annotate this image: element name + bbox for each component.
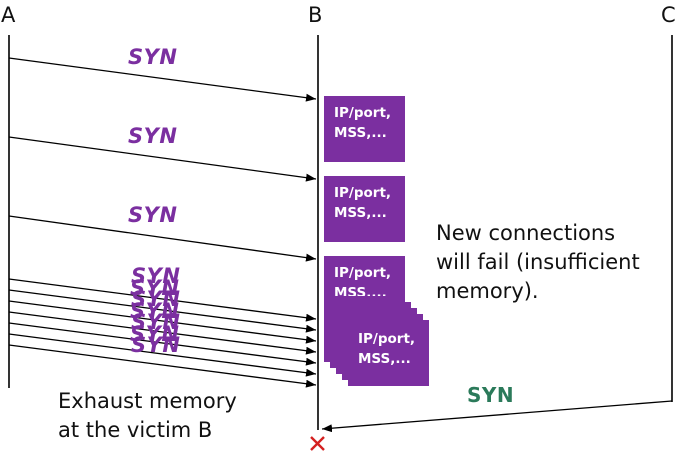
syn-flood-label: SYN [130,275,180,300]
syn-flood-arrow [8,344,317,388]
syn-flood-arrow [8,289,317,333]
state-box-1: IP/port, MSS,... [324,96,405,162]
syn-flood-label: SYN [130,298,180,323]
syn-flood-label: SYN [130,321,180,346]
syn-label-1: SYN [128,45,178,69]
syn-arrow-3 [8,215,317,262]
syn-flood-arrow [8,311,317,355]
syn-label-2: SYN [128,124,178,148]
syn-flood-arrow [8,333,317,377]
syn-flood-label: SYN [131,310,181,334]
note-exhaust-memory: Exhaust memory at the victim B [58,389,237,442]
syn-flood-label: SYN [131,264,181,288]
note-connection-failure: New connections will fail (insufficient … [436,221,640,303]
host-label-c: C [661,3,676,27]
syn-flood-arrow [8,322,317,366]
host-label-a: A [1,3,16,27]
syn-arrow-from-c [321,400,673,433]
syn-label-3: SYN [128,203,178,227]
host-label-b: B [308,3,323,27]
cross-mark-icon [310,436,325,451]
state-box-stack-front: IP/port, MSS,... [348,320,429,386]
syn-arrow-1 [8,57,317,102]
syn-flood-label: SYN [131,287,181,311]
syn-flood-label: SYN [131,333,181,357]
syn-flood-arrows [8,278,317,388]
syn-flood-arrow [8,278,317,322]
syn-label-from-c: SYN [467,383,515,407]
state-box-2: IP/port, MSS,... [324,176,405,242]
syn-arrow-2 [8,136,317,182]
syn-flood-arrow [8,300,317,344]
